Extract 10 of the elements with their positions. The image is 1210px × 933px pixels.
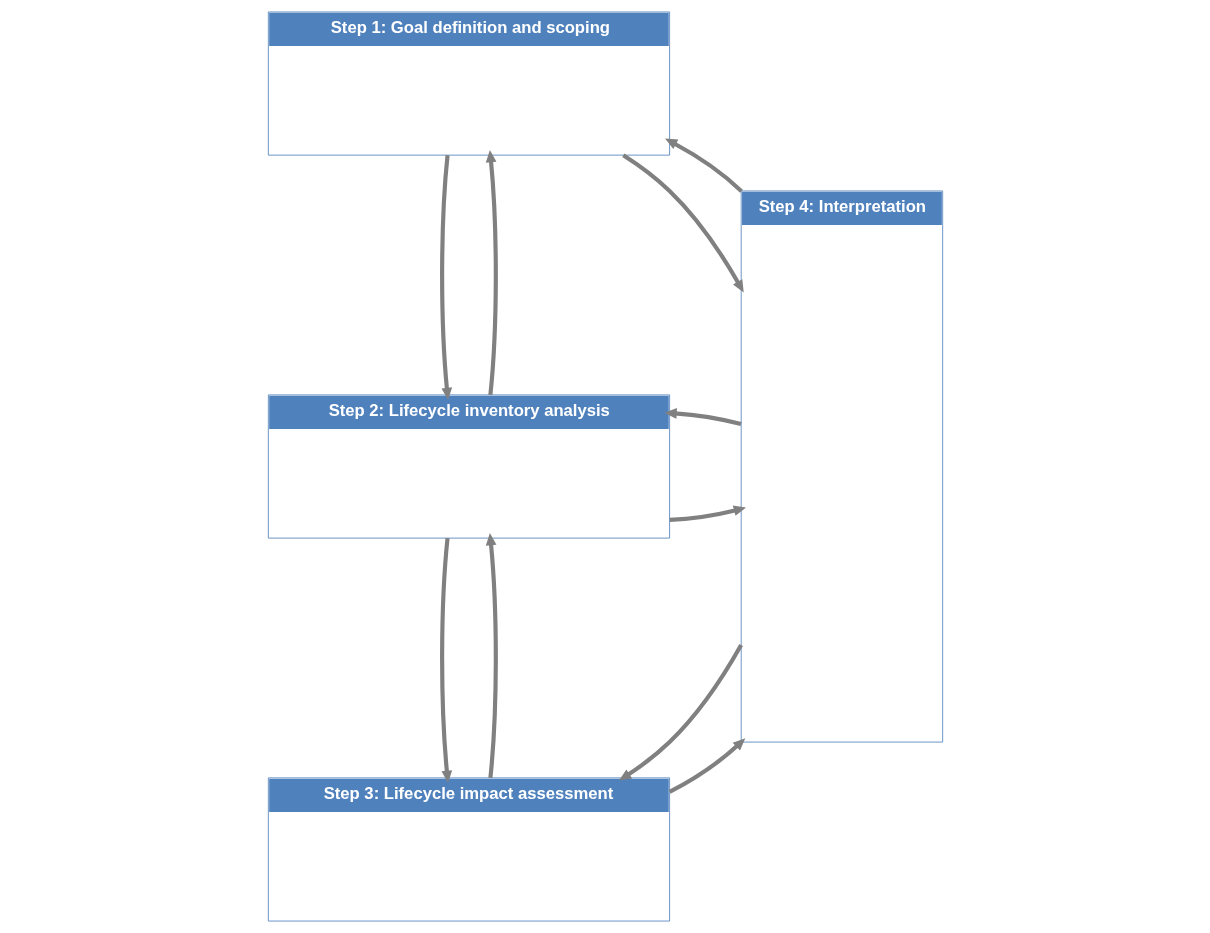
arrow: [669, 505, 746, 522]
arrow: [663, 408, 741, 427]
arrow: [485, 150, 498, 396]
arrow: [668, 738, 745, 794]
arrow: [485, 532, 498, 779]
arrow: [621, 153, 744, 293]
arrow: [439, 155, 452, 401]
arrow: [439, 537, 452, 784]
arrow: [664, 138, 743, 193]
arrow: [618, 644, 743, 781]
